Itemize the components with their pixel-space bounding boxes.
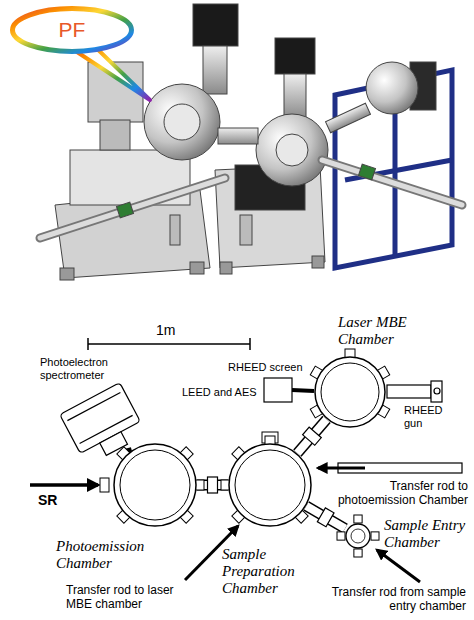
tube-bore [297, 419, 326, 453]
scale-bar [88, 338, 250, 350]
sr-beam-arrow [30, 483, 98, 487]
rheed-screen [264, 378, 292, 402]
transfer-arrow [377, 550, 420, 582]
beamline-valve [100, 478, 109, 492]
flange [337, 532, 345, 540]
part-label: Photoelectron spectrometer [40, 356, 132, 381]
vacuum-chamber: Sample Entry Chamber [343, 521, 373, 551]
chamber-body [346, 524, 370, 548]
scale-label: 1m [156, 322, 196, 338]
gate-valve [303, 427, 322, 445]
logo-callout: PF [10, 6, 134, 54]
vacuum-chamber: Sample Preparation Chamber [228, 443, 312, 527]
chamber-body [229, 444, 311, 526]
vacuum-chamber: Laser MBE Chamber [314, 356, 386, 428]
gate-valve [208, 477, 218, 493]
chamber-inner [235, 450, 305, 520]
flange [354, 549, 362, 557]
vacuum-tube [297, 419, 326, 453]
part-label: LEED and AES [182, 386, 262, 399]
beam-label: SR [38, 492, 68, 508]
flange [354, 515, 362, 523]
chamber-label: Photoemission Chamber [56, 538, 168, 572]
part-label: RHEED screen [228, 361, 318, 374]
chamber-body [315, 357, 385, 427]
chamber-inner [321, 363, 379, 421]
chamber-label: Laser MBE Chamber [338, 314, 448, 348]
chamber-inner [120, 450, 190, 520]
transfer-arrow [318, 467, 365, 470]
node-outline [343, 521, 373, 551]
part-label: RHEED gun [404, 404, 448, 429]
gate-valve [317, 508, 334, 527]
rheed-screen-port [292, 390, 314, 391]
vacuum-tube [306, 506, 345, 528]
chamber-label: Sample Preparation Chamber [222, 546, 314, 596]
node-outline [113, 443, 197, 527]
flange [371, 532, 379, 540]
part-label: Transfer rod to laser MBE chamber [66, 584, 182, 612]
part-label: Transfer rod to photoemission Chamber [328, 480, 468, 508]
chamber-body [114, 444, 196, 526]
logo-text: PF [10, 18, 134, 42]
node-outline [314, 356, 386, 428]
chamber-label: Sample Entry Chamber [384, 517, 474, 551]
part-label: Transfer rod from sample entry chamber [316, 586, 466, 614]
chamber-inner [351, 529, 365, 543]
node-outline [228, 443, 312, 527]
tube-bore [306, 506, 345, 528]
vacuum-chamber: Photoemission Chamber [113, 443, 197, 527]
rheed-gun [387, 381, 442, 402]
